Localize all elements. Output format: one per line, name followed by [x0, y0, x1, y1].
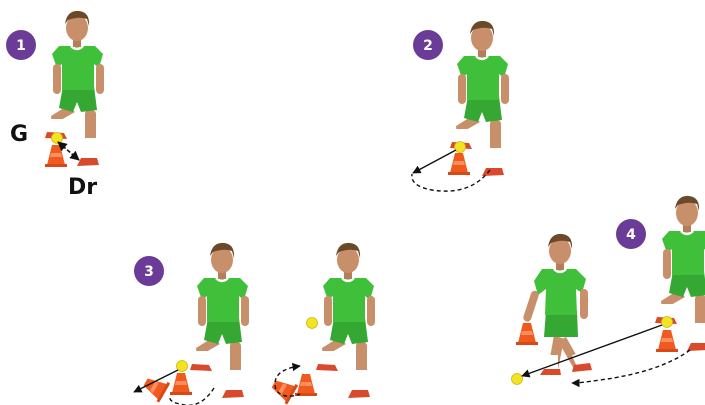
- cone: [45, 145, 67, 167]
- fallen-cone: [140, 372, 170, 402]
- ball: [307, 318, 318, 329]
- ball: [52, 133, 63, 144]
- step-3-panel: 3: [134, 243, 375, 405]
- cone: [656, 330, 678, 352]
- ball: [177, 361, 188, 372]
- step-number: 4: [626, 227, 636, 243]
- step-4-panel: 4: [512, 196, 705, 385]
- ball: [662, 317, 673, 328]
- step-number: 2: [423, 38, 433, 54]
- pass-arrow: [522, 325, 662, 376]
- step-1-panel: 1 G Dr: [6, 11, 104, 200]
- pass-arrow: [413, 150, 456, 173]
- cone: [295, 374, 317, 396]
- fallen-cone: [268, 374, 298, 404]
- foot-right-label: Dr: [68, 175, 97, 200]
- player-figure: [190, 243, 249, 398]
- cone: [516, 323, 538, 345]
- player-figure: [316, 243, 375, 398]
- foot-left-label: G: [10, 122, 28, 147]
- player-figure: [655, 196, 705, 351]
- ball: [512, 374, 523, 385]
- ball: [455, 142, 466, 153]
- cone: [448, 153, 470, 175]
- step-number: 3: [144, 264, 154, 280]
- step-number: 1: [16, 38, 26, 54]
- step-2-panel: 2: [412, 21, 509, 191]
- cone: [170, 373, 192, 395]
